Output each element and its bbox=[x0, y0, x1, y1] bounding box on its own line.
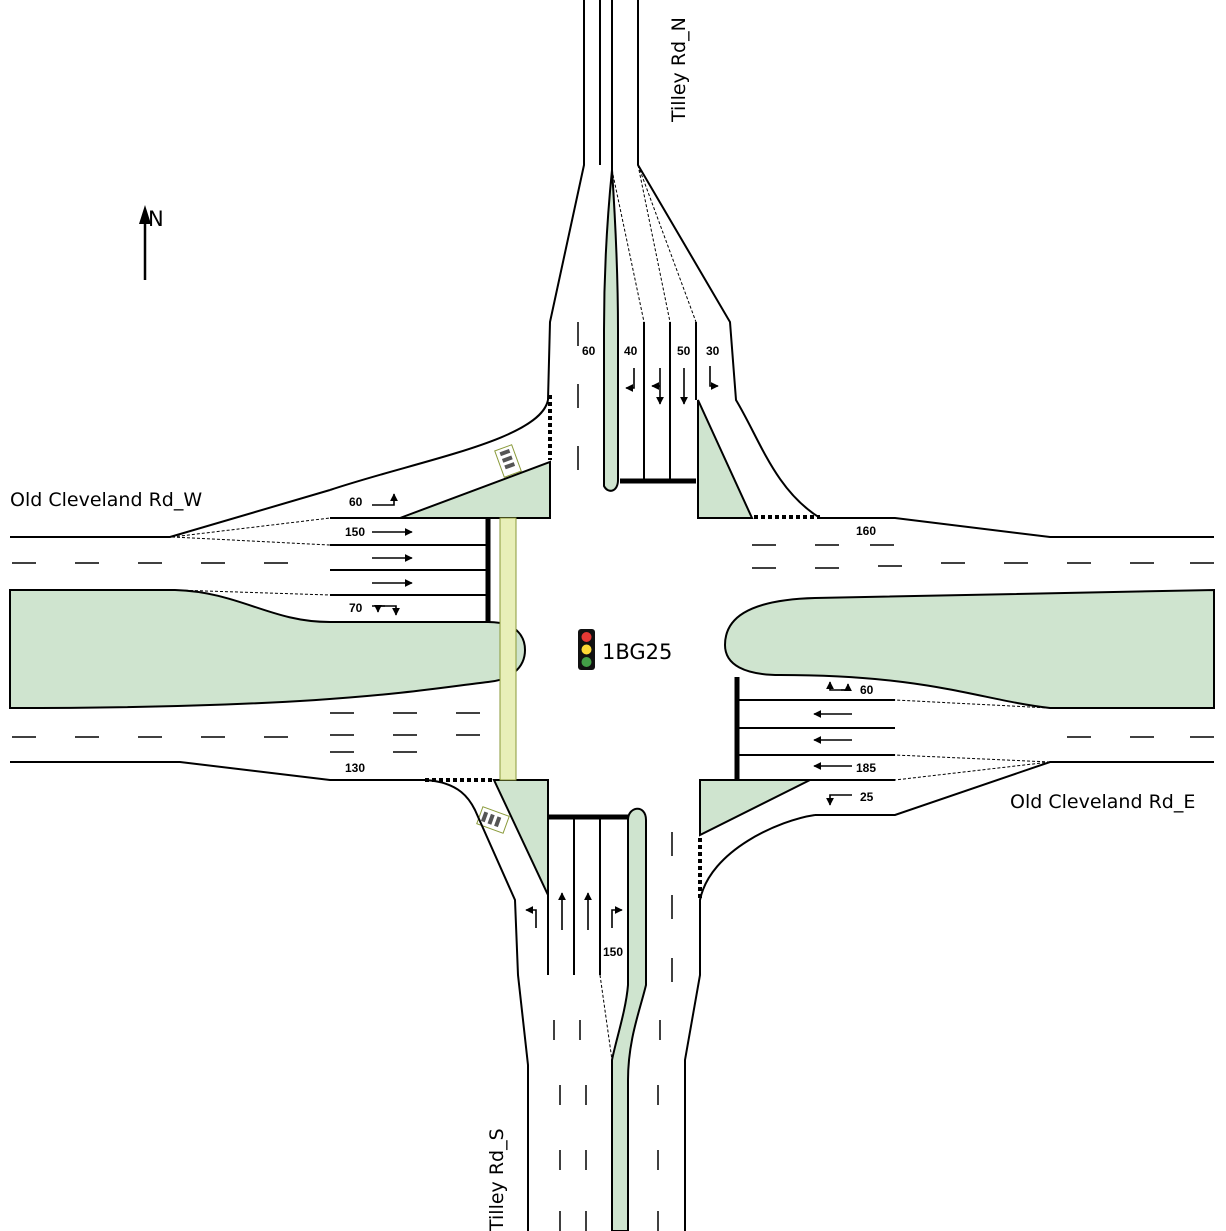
east-lane-length-right: 60 bbox=[860, 683, 874, 697]
road-label-east: Old Cleveland Rd_E bbox=[1010, 791, 1195, 813]
zebra-crossing-nw bbox=[494, 444, 522, 478]
arrow-west-right bbox=[372, 605, 400, 616]
west-lane-length-right: 70 bbox=[349, 601, 363, 615]
give-way-lines bbox=[425, 395, 820, 900]
north-arrow: N bbox=[139, 205, 164, 280]
traffic-signal: 1BG25 bbox=[578, 629, 672, 670]
lane-length-labels: 60 40 50 30 160 60 150 70 130 60 185 25 … bbox=[345, 344, 876, 959]
west-exit-length: 130 bbox=[345, 761, 365, 775]
arrow-south-left bbox=[525, 906, 537, 928]
taper-lines bbox=[171, 164, 1051, 1061]
north-lane-length-2: 40 bbox=[624, 344, 638, 358]
east-lane-length-left: 25 bbox=[860, 790, 874, 804]
north-median bbox=[603, 169, 619, 492]
arrow-south-right bbox=[611, 906, 623, 928]
east-median bbox=[723, 588, 1215, 709]
west-median bbox=[9, 589, 527, 710]
sw-island bbox=[492, 779, 549, 896]
road-label-south: Tilley Rd_S bbox=[486, 1128, 508, 1231]
east-lane-length-through: 185 bbox=[856, 761, 876, 775]
zebra-crossing-sw bbox=[476, 806, 510, 834]
road-label-north: Tilley Rd_N bbox=[668, 17, 690, 123]
arrow-east-left bbox=[826, 794, 852, 806]
north-lane-length-1: 60 bbox=[582, 344, 596, 358]
arrow-east-right bbox=[826, 681, 850, 691]
north-arrow-label: N bbox=[148, 207, 164, 231]
arrow-west-left bbox=[372, 493, 398, 506]
south-lane-length-right: 150 bbox=[603, 945, 623, 959]
west-lane-length-through: 150 bbox=[345, 525, 365, 539]
north-lane-length-3: 50 bbox=[677, 344, 691, 358]
road-label-west: Old Cleveland Rd_W bbox=[10, 489, 202, 511]
signal-id-label: 1BG25 bbox=[602, 640, 672, 664]
combo-arrow-parts bbox=[374, 382, 852, 692]
arrow-north-left bbox=[709, 366, 719, 390]
ne-island bbox=[697, 399, 754, 519]
road-edges bbox=[10, 0, 1214, 1231]
nw-island bbox=[399, 460, 551, 519]
north-exit-length: 160 bbox=[856, 524, 876, 538]
lane-dashes bbox=[12, 322, 1214, 1231]
west-lane-length-left: 60 bbox=[349, 495, 363, 509]
stop-lines bbox=[485, 478, 740, 820]
arrow-north-right bbox=[625, 368, 635, 392]
north-lane-length-4: 30 bbox=[706, 344, 720, 358]
south-median bbox=[611, 807, 647, 1231]
median-islands bbox=[9, 169, 1215, 1231]
se-island bbox=[699, 779, 811, 837]
pedestrian-path bbox=[499, 517, 517, 781]
lane-arrows bbox=[372, 366, 852, 930]
